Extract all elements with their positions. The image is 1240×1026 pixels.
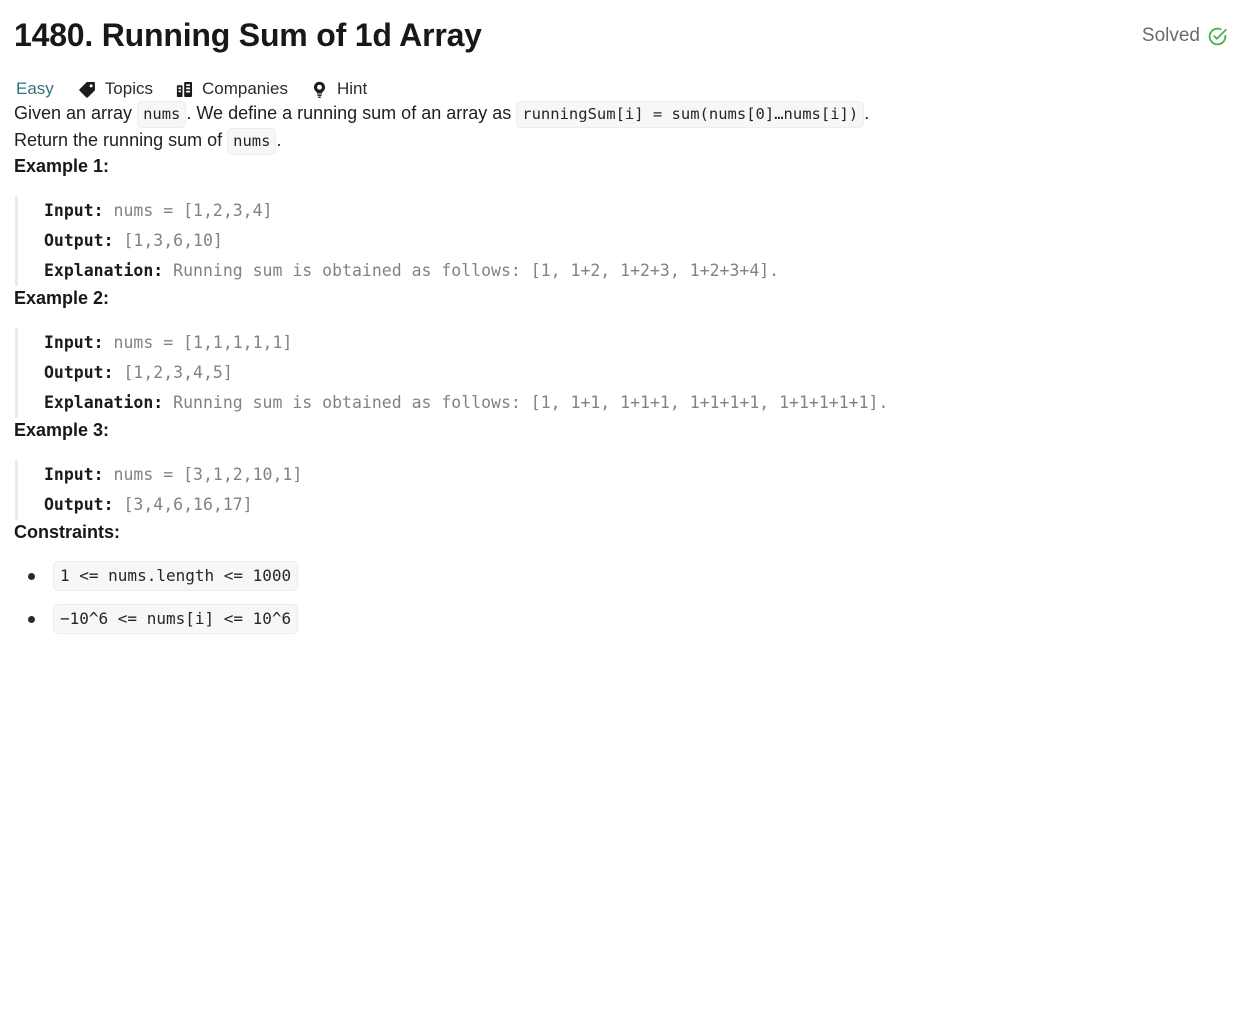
example-2-explanation-value: Running sum is obtained as follows: [1, …: [163, 393, 889, 412]
desc-p2-text-before: Return the running sum of: [14, 130, 228, 150]
example-1-explanation-label: Explanation:: [44, 261, 164, 280]
companies-label: Companies: [201, 79, 288, 98]
lightbulb-icon: [310, 80, 329, 99]
list-item: −10^6 <= nums[i] <= 10^6: [14, 604, 1226, 634]
companies-button[interactable]: Companies: [175, 78, 288, 100]
example-2-input-label: Input:: [44, 333, 104, 352]
page-title: 1480. Running Sum of 1d Array: [14, 17, 482, 53]
example-1-input-value: nums = [1,2,3,4]: [103, 201, 273, 220]
circle-check-icon: [1207, 26, 1228, 47]
desc-p1-text-before: Given an array: [14, 103, 138, 123]
example-3-input-label: Input:: [44, 465, 104, 484]
example-1-explanation-value: Running sum is obtained as follows: [1, …: [163, 261, 780, 280]
header: 1480. Running Sum of 1d Array Solved: [0, 0, 1240, 56]
example-3-block: Input: nums = [3,1,2,10,1] Output: [3,4,…: [15, 460, 1226, 520]
example-1-output-label: Output:: [44, 231, 114, 250]
example-2-input-value: nums = [1,1,1,1,1]: [103, 333, 293, 352]
status-badge: Solved: [1142, 24, 1228, 48]
buildings-icon: [175, 80, 194, 99]
example-1-output-value: [1,3,6,10]: [113, 231, 223, 250]
constraints-heading: Constraints:: [14, 522, 121, 542]
description-paragraph-1: Given an array nums. We define a running…: [14, 100, 1226, 128]
example-3-output-label: Output:: [44, 495, 114, 514]
desc-p2-text-after: .: [276, 130, 282, 150]
inline-code-nums-2: nums: [227, 128, 277, 155]
example-3-output-value: [3,4,6,16,17]: [113, 495, 253, 514]
status-label: Solved: [1141, 25, 1200, 46]
example-2-output-value: [1,2,3,4,5]: [113, 363, 233, 382]
inline-code-nums: nums: [137, 101, 187, 128]
difficulty-badge[interactable]: Easy: [16, 79, 54, 98]
meta-row: Easy Topics: [0, 56, 1240, 100]
tag-icon: [78, 80, 97, 99]
topics-button[interactable]: Topics: [78, 78, 153, 100]
constraint-code-2: −10^6 <= nums[i] <= 10^6: [53, 604, 299, 634]
list-item: 1 <= nums.length <= 1000: [14, 561, 1226, 591]
example-2-block: Input: nums = [1,1,1,1,1] Output: [1,2,3…: [15, 328, 1226, 418]
description-paragraph-2: Return the running sum of nums.: [14, 127, 1226, 155]
hint-button[interactable]: Hint: [310, 78, 367, 100]
example-1-heading: Example 1:: [14, 156, 110, 176]
example-2-output-label: Output:: [44, 363, 114, 382]
example-1-input-label: Input:: [44, 201, 104, 220]
constraints-list: 1 <= nums.length <= 1000 −10^6 <= nums[i…: [14, 561, 1226, 634]
example-2-explanation-label: Explanation:: [44, 393, 164, 412]
example-3-heading: Example 3:: [14, 420, 110, 440]
example-2-heading: Example 2:: [14, 288, 110, 308]
hint-label: Hint: [336, 79, 368, 98]
example-3-input-value: nums = [3,1,2,10,1]: [103, 465, 303, 484]
example-1-block: Input: nums = [1,2,3,4] Output: [1,3,6,1…: [15, 196, 1226, 286]
topics-label: Topics: [104, 79, 153, 98]
desc-p1-text-after: .: [864, 103, 870, 123]
constraint-code-1: 1 <= nums.length <= 1000: [53, 561, 299, 591]
desc-p1-text-middle: . We define a running sum of an array as: [186, 103, 517, 123]
inline-code-runningsum: runningSum[i] = sum(nums[0]…nums[i]): [516, 101, 865, 128]
problem-content: Given an array nums. We define a running…: [0, 100, 1240, 634]
